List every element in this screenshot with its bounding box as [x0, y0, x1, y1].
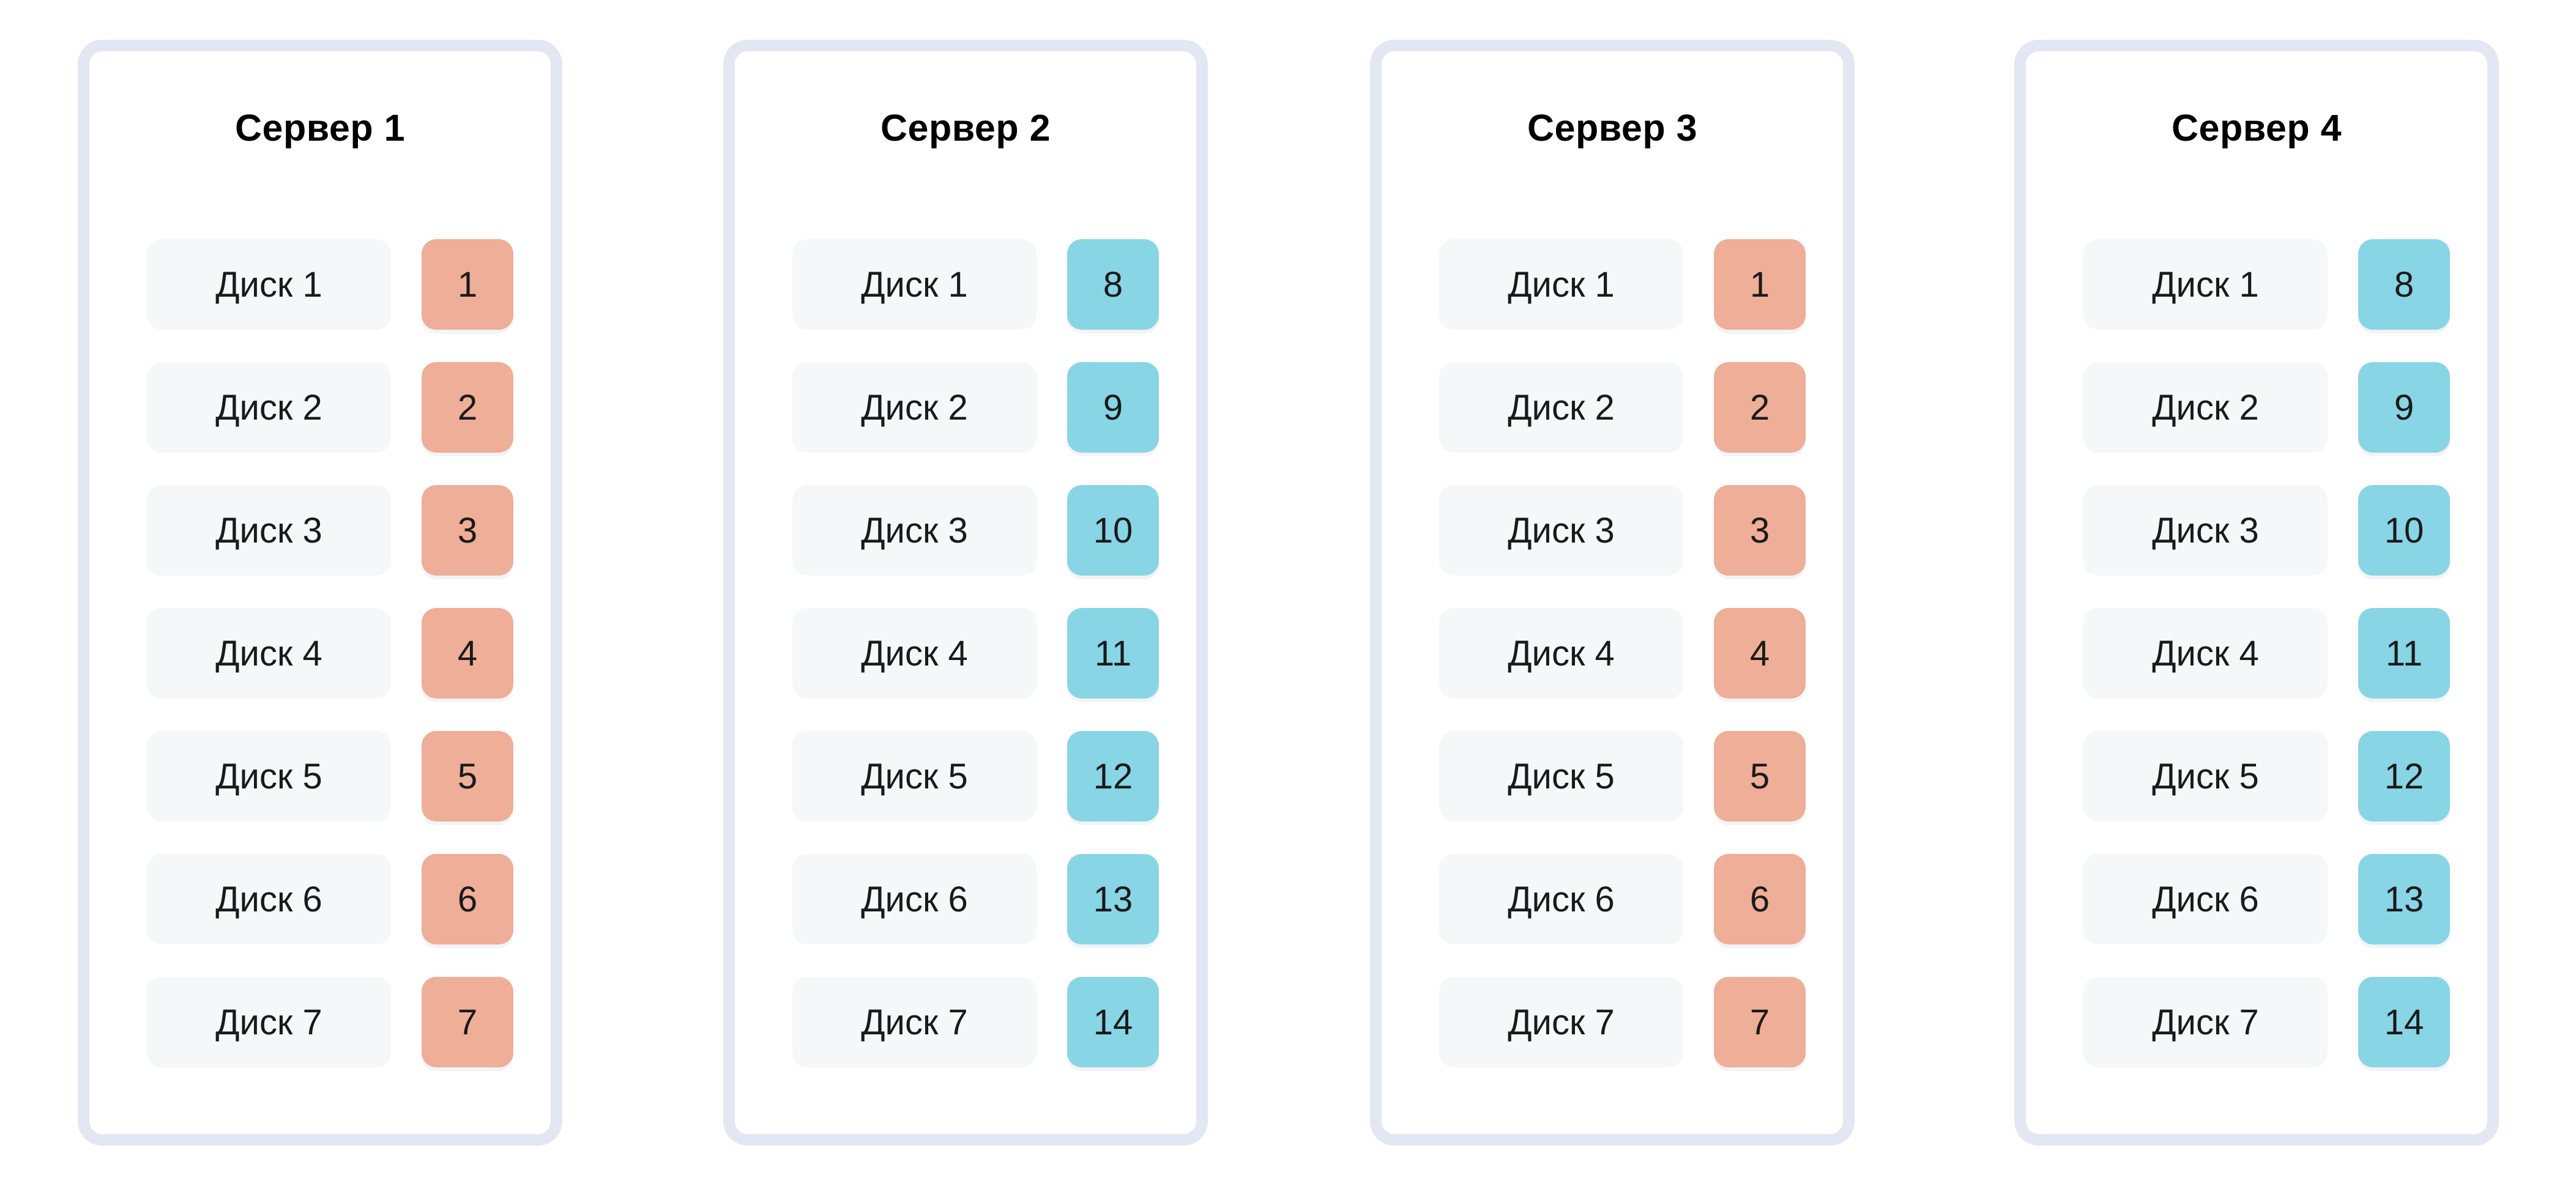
disk-row: Диск 2 9 — [735, 362, 1196, 453]
disk-row: Диск 4 4 — [1382, 608, 1843, 699]
disk-label: Диск 4 — [147, 608, 391, 699]
disk-row: Диск 6 6 — [1382, 854, 1843, 944]
data-block: 3 — [1714, 485, 1806, 576]
server-title: Сервер 4 — [2172, 107, 2342, 149]
data-block: 7 — [1714, 977, 1806, 1067]
disk-row: Диск 5 12 — [735, 731, 1196, 821]
data-block: 4 — [1714, 608, 1806, 699]
disk-row: Диск 1 1 — [1382, 239, 1843, 330]
disk-row: Диск 1 8 — [2026, 239, 2487, 330]
disk-label: Диск 4 — [1439, 608, 1683, 699]
disk-row: Диск 3 3 — [1382, 485, 1843, 576]
disk-label: Диск 1 — [147, 239, 391, 330]
data-block: 1 — [422, 239, 513, 330]
disk-label: Диск 3 — [147, 485, 391, 576]
disk-label: Диск 2 — [1439, 362, 1683, 453]
data-block: 11 — [2358, 608, 2450, 699]
disk-label: Диск 3 — [2083, 485, 2328, 576]
disk-row: Диск 5 5 — [89, 731, 551, 821]
disk-label: Диск 3 — [1439, 485, 1683, 576]
disk-row: Диск 6 6 — [89, 854, 551, 944]
disk-label: Диск 3 — [792, 485, 1037, 576]
disk-label: Диск 6 — [2083, 854, 2328, 944]
disk-row: Диск 4 11 — [735, 608, 1196, 699]
disk-label: Диск 6 — [792, 854, 1037, 944]
data-block: 11 — [1067, 608, 1159, 699]
disk-label: Диск 7 — [2083, 977, 2328, 1067]
disk-row: Диск 1 8 — [735, 239, 1196, 330]
disk-row: Диск 2 9 — [2026, 362, 2487, 453]
disk-row: Диск 3 10 — [2026, 485, 2487, 576]
data-block: 3 — [422, 485, 513, 576]
disk-label: Диск 5 — [2083, 731, 2328, 821]
disk-row: Диск 3 3 — [89, 485, 551, 576]
server-title: Сервер 3 — [1527, 107, 1697, 149]
server-title: Сервер 2 — [880, 107, 1051, 149]
disk-row: Диск 2 2 — [89, 362, 551, 453]
data-block: 1 — [1714, 239, 1806, 330]
disk-label: Диск 1 — [792, 239, 1037, 330]
disk-row: Диск 4 4 — [89, 608, 551, 699]
data-block: 7 — [422, 977, 513, 1067]
data-block: 13 — [2358, 854, 2450, 944]
data-block: 14 — [1067, 977, 1159, 1067]
disk-row: Диск 4 11 — [2026, 608, 2487, 699]
data-block: 6 — [1714, 854, 1806, 944]
disk-row: Диск 3 10 — [735, 485, 1196, 576]
server-card-4: Сервер 4 Диск 1 8 Диск 2 9 Диск 3 10 Дис… — [2014, 40, 2499, 1146]
data-block: 2 — [1714, 362, 1806, 453]
data-block: 4 — [422, 608, 513, 699]
disk-row: Диск 6 13 — [735, 854, 1196, 944]
disk-row: Диск 5 12 — [2026, 731, 2487, 821]
disk-label: Диск 2 — [792, 362, 1037, 453]
disk-row: Диск 7 7 — [89, 977, 551, 1067]
disk-row: Диск 2 2 — [1382, 362, 1843, 453]
disk-row: Диск 1 1 — [89, 239, 551, 330]
server-card-2: Сервер 2 Диск 1 8 Диск 2 9 Диск 3 10 Дис… — [723, 40, 1208, 1146]
disk-label: Диск 5 — [1439, 731, 1683, 821]
disk-row: Диск 5 5 — [1382, 731, 1843, 821]
data-block: 8 — [1067, 239, 1159, 330]
disk-label: Диск 7 — [1439, 977, 1683, 1067]
data-block: 5 — [1714, 731, 1806, 821]
data-block: 14 — [2358, 977, 2450, 1067]
disk-label: Диск 1 — [2083, 239, 2328, 330]
data-block: 9 — [1067, 362, 1159, 453]
disk-label: Диск 4 — [2083, 608, 2328, 699]
data-block: 9 — [2358, 362, 2450, 453]
data-block: 13 — [1067, 854, 1159, 944]
disk-label: Диск 6 — [1439, 854, 1683, 944]
data-block: 8 — [2358, 239, 2450, 330]
data-block: 12 — [1067, 731, 1159, 821]
disk-row: Диск 7 14 — [2026, 977, 2487, 1067]
data-block: 5 — [422, 731, 513, 821]
data-block: 10 — [2358, 485, 2450, 576]
disk-label: Диск 7 — [792, 977, 1037, 1067]
disk-row: Диск 7 7 — [1382, 977, 1843, 1067]
disk-label: Диск 5 — [147, 731, 391, 821]
disk-row: Диск 6 13 — [2026, 854, 2487, 944]
data-block: 12 — [2358, 731, 2450, 821]
server-title: Сервер 1 — [235, 107, 405, 149]
disk-label: Диск 6 — [147, 854, 391, 944]
disk-label: Диск 4 — [792, 608, 1037, 699]
server-card-3: Сервер 3 Диск 1 1 Диск 2 2 Диск 3 3 Диск… — [1370, 40, 1855, 1146]
disk-label: Диск 5 — [792, 731, 1037, 821]
disk-label: Диск 1 — [1439, 239, 1683, 330]
disk-label: Диск 7 — [147, 977, 391, 1067]
data-block: 10 — [1067, 485, 1159, 576]
server-card-1: Сервер 1 Диск 1 1 Диск 2 2 Диск 3 3 Диск… — [78, 40, 562, 1146]
disk-label: Диск 2 — [2083, 362, 2328, 453]
data-block: 2 — [422, 362, 513, 453]
disk-label: Диск 2 — [147, 362, 391, 453]
disk-row: Диск 7 14 — [735, 977, 1196, 1067]
data-block: 6 — [422, 854, 513, 944]
